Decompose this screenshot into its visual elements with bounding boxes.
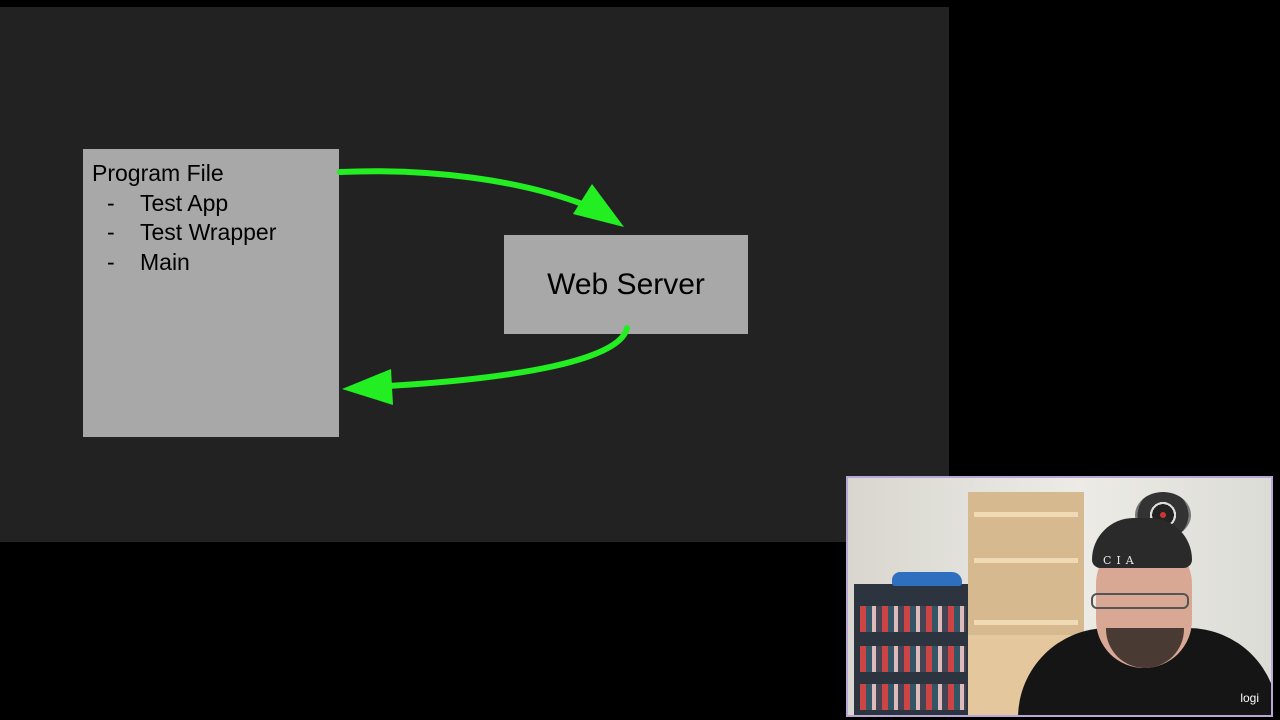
webcam-hutch-board: [974, 620, 1078, 625]
webcam-shelf-row: [860, 646, 966, 672]
list-item-label: Test Wrapper: [140, 219, 277, 245]
program-file-list: - Test App - Test Wrapper - Main: [92, 189, 339, 278]
list-item: - Main: [92, 248, 339, 278]
webcam-shelf-row: [860, 684, 966, 710]
program-file-title: Program File: [92, 160, 224, 186]
list-item: - Test App: [92, 189, 339, 219]
webcam-bookshelf: [854, 584, 972, 715]
webcam-glasses: [1091, 593, 1189, 609]
list-bullet: -: [107, 248, 115, 275]
webcam-hutch-board: [974, 558, 1078, 563]
slide-canvas: Program File - Test App - Test Wrapper -…: [0, 7, 949, 542]
webcam-overlay: CIA logi: [846, 476, 1273, 717]
webcam-cap-text: CIA: [1103, 554, 1139, 567]
webcam-toy-car: [892, 572, 962, 586]
webcam-cap: [1092, 518, 1192, 568]
list-item-label: Main: [140, 248, 190, 275]
webcam-hutch-board: [974, 512, 1078, 517]
list-item: - Test Wrapper: [92, 218, 339, 248]
list-bullet: -: [107, 219, 115, 245]
list-bullet: -: [107, 189, 115, 216]
web-server-box: Web Server: [504, 235, 748, 334]
list-item-label: Test App: [140, 189, 229, 216]
webcam-shelf-row: [860, 606, 966, 632]
webcam-brand-logo: logi: [1240, 691, 1259, 705]
program-file-box: Program File - Test App - Test Wrapper -…: [83, 149, 339, 437]
web-server-label: Web Server: [547, 267, 705, 301]
